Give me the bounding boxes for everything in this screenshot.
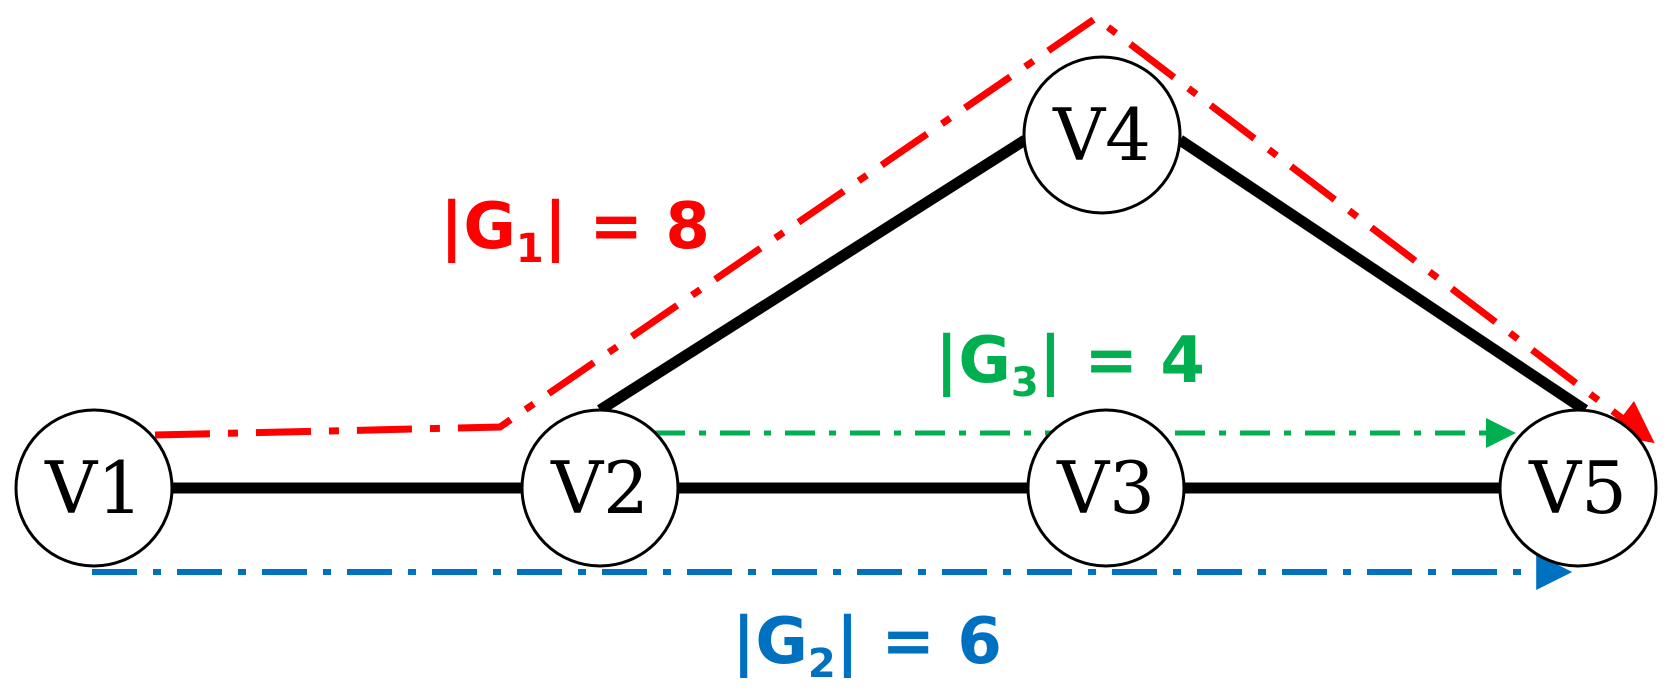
node-v3-label: V3 bbox=[1056, 446, 1155, 530]
node-v2: V2 bbox=[520, 408, 680, 568]
node-v5: V5 bbox=[1498, 408, 1658, 568]
node-v5-label: V5 bbox=[1528, 446, 1627, 530]
edge-v4-v5 bbox=[1176, 135, 1589, 415]
node-v4-label: V4 bbox=[1052, 93, 1151, 177]
node-v2-label: V2 bbox=[550, 446, 649, 530]
path-g1-line bbox=[154, 13, 1655, 444]
path-g2-label: |G2| = 6 bbox=[732, 605, 1002, 687]
path-g1-label: |G1| = 8 bbox=[440, 190, 710, 272]
path-g3-label: |G3| = 4 bbox=[935, 324, 1205, 406]
node-v4: V4 bbox=[1022, 55, 1182, 215]
edge-v2-v4 bbox=[597, 135, 1028, 415]
node-v3: V3 bbox=[1026, 408, 1186, 568]
node-v1-label: V1 bbox=[44, 446, 143, 530]
node-v1: V1 bbox=[14, 408, 174, 568]
